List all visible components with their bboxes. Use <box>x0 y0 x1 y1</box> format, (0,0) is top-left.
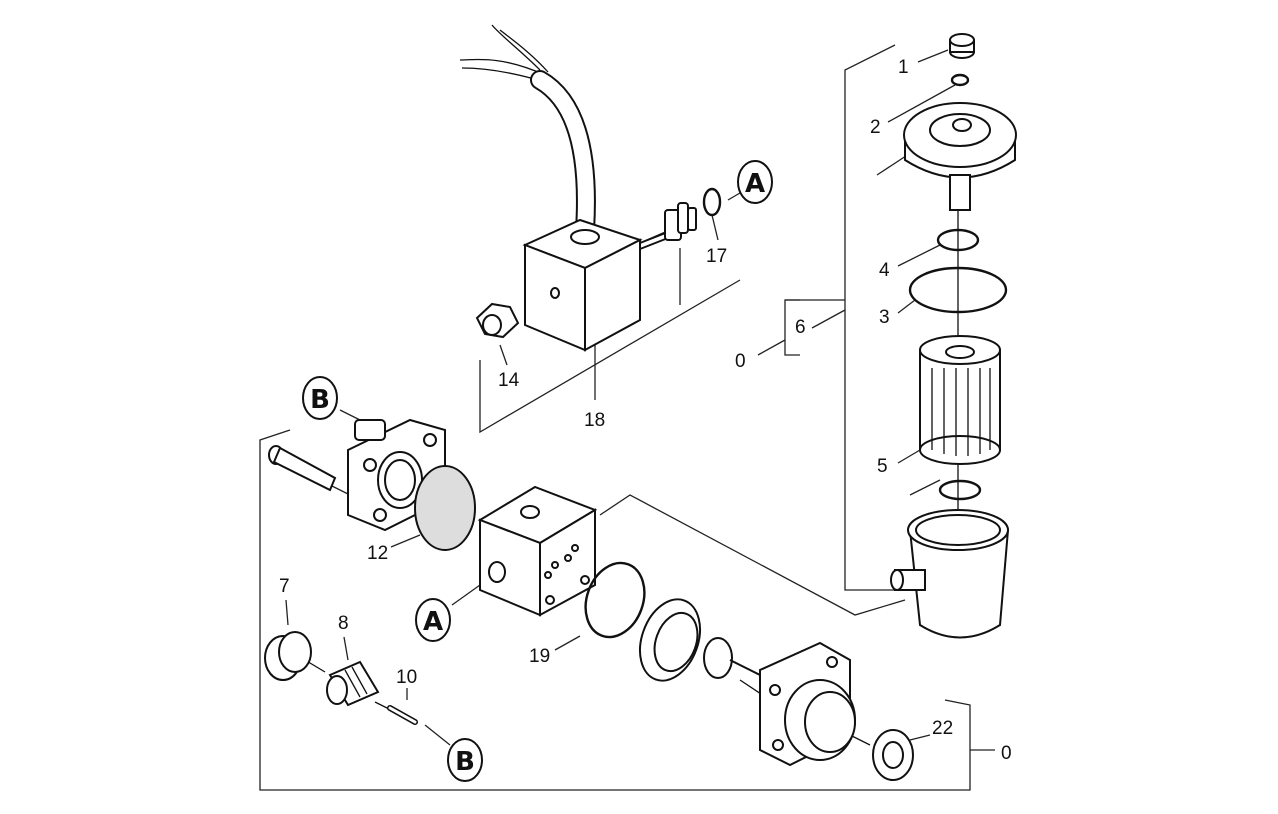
label-6: 6 <box>795 317 806 338</box>
ref-letter-a-top: A <box>745 169 765 199</box>
label-3: 3 <box>879 307 890 328</box>
valve-fitting <box>664 187 722 241</box>
ref-marker-a-top: A <box>737 160 773 204</box>
bearing-22 <box>872 729 914 781</box>
label-8: 8 <box>338 613 349 634</box>
label-14: 14 <box>498 370 520 391</box>
membrane-disc-12 <box>414 465 476 551</box>
pump-block <box>477 485 598 617</box>
o-ring-3 <box>908 266 1008 314</box>
screw-1 <box>949 33 975 59</box>
label-5: 5 <box>877 456 888 477</box>
bolt <box>268 445 337 492</box>
ref-letter-b-bottom: B <box>455 747 475 777</box>
o-ring-4 <box>936 228 980 252</box>
ref-letter-a-block: A <box>423 607 443 637</box>
group-bracket-lines <box>259 44 995 791</box>
ref-marker-b-bottom: B <box>447 738 483 782</box>
filter-housing <box>890 509 1010 639</box>
spring-8 <box>326 660 380 707</box>
label-4: 4 <box>879 260 890 281</box>
label-0-lower: 0 <box>1001 743 1012 764</box>
label-10: 10 <box>396 667 417 688</box>
cap-7 <box>264 631 312 681</box>
leader-lines <box>285 49 956 746</box>
label-2: 2 <box>870 117 881 138</box>
label-17: 17 <box>706 246 727 267</box>
o-ring-19 <box>584 561 646 639</box>
label-18: 18 <box>584 410 605 431</box>
o-ring-2 <box>950 73 970 87</box>
label-7: 7 <box>279 576 290 597</box>
filter-knob <box>903 102 1017 211</box>
label-12: 12 <box>367 543 388 564</box>
label-0-upper: 0 <box>735 351 746 372</box>
ref-marker-b-top: B <box>302 376 338 420</box>
solenoid-cable <box>459 24 596 240</box>
ref-marker-a-block: A <box>415 598 451 642</box>
part-labels: 1 2 4 3 6 0 5 17 14 18 12 7 8 10 19 22 0 <box>279 57 1012 764</box>
filter-cartridge-5 <box>919 335 1001 465</box>
nut-14 <box>475 302 520 339</box>
label-22: 22 <box>932 718 953 739</box>
motor-flange <box>759 641 856 767</box>
label-19: 19 <box>529 646 550 667</box>
label-1: 1 <box>898 57 909 78</box>
o-ring-housing <box>938 479 982 501</box>
ref-letter-b-top: B <box>310 385 330 415</box>
gear-ring <box>639 598 701 682</box>
solenoid-block <box>522 218 669 352</box>
